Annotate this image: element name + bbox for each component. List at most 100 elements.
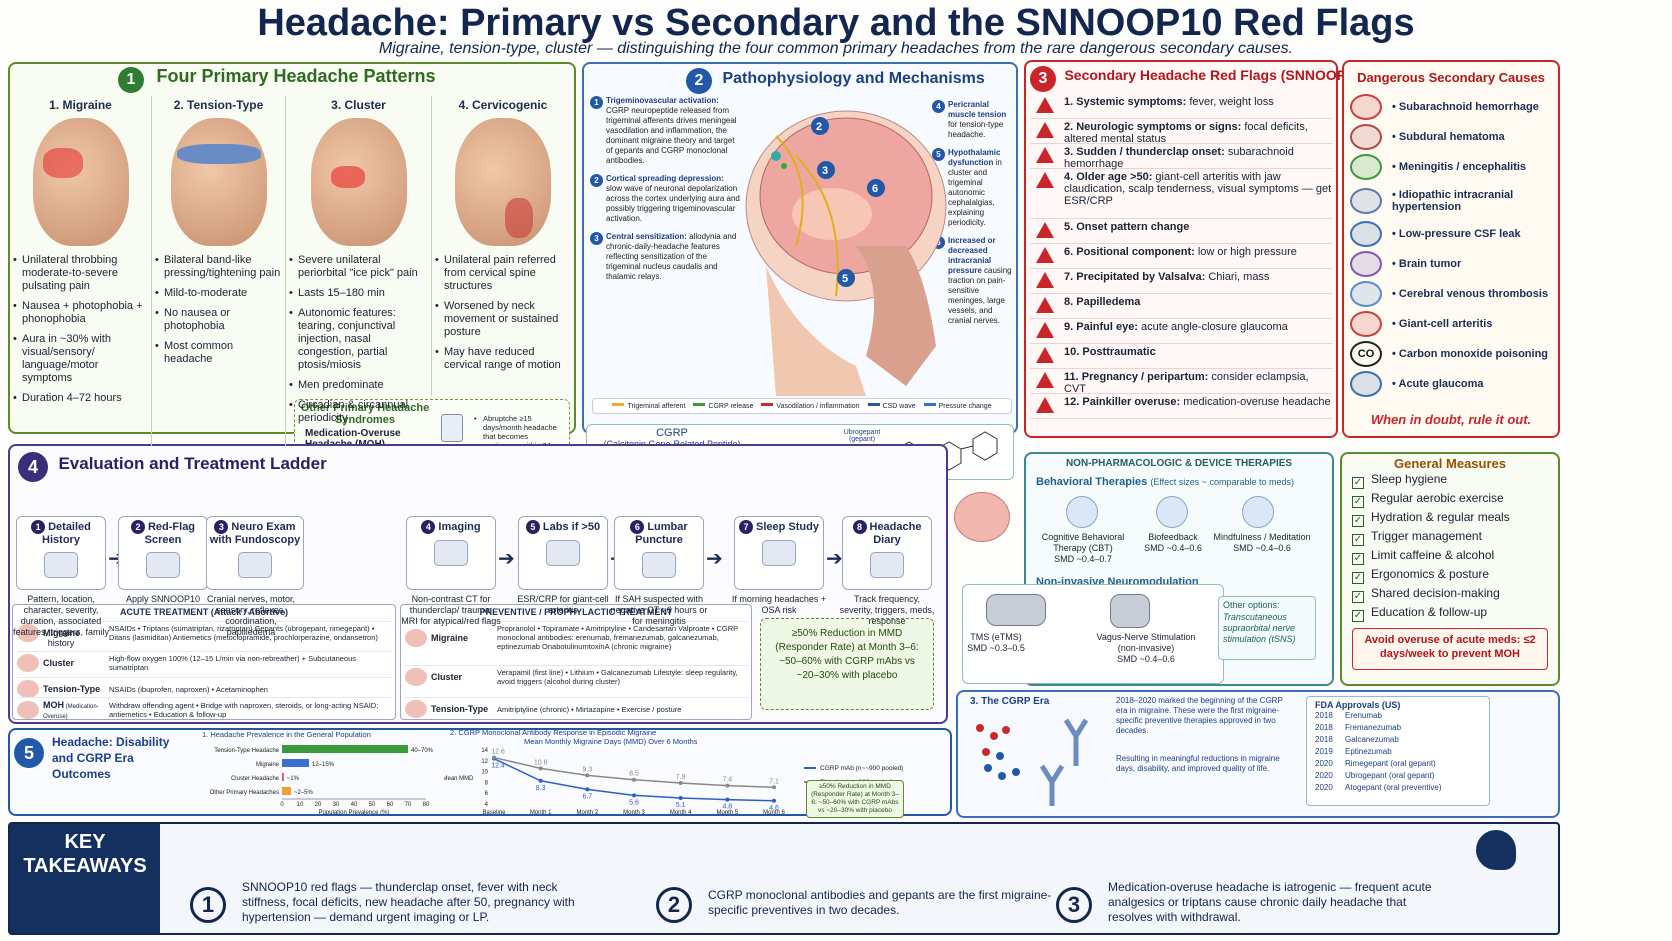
cgrp-era-text1: 2018–2020 marked the beginning of the CG… — [1116, 696, 1283, 735]
treatment-sublabel: (Medication-Overuse) — [43, 704, 99, 720]
step-description: If SAH suspected with negative CT >6 hou… — [610, 594, 708, 626]
warning-icon — [1036, 172, 1054, 188]
warning-icon — [1036, 322, 1054, 338]
treatment-row: MOH (Medication-Overuse)Withdraw offendi… — [17, 697, 391, 720]
other-options-text: Transcutaneous supraorbital nerve stimul… — [1223, 612, 1296, 644]
patho-header: 2 Pathophysiology and Mechanisms — [686, 68, 985, 94]
redflag-item: 1. Systemic symptoms: fever, weight loss — [1030, 94, 1332, 119]
marker-2 — [811, 117, 829, 135]
step-icon — [642, 552, 676, 578]
primary-header: 1 Four Primary Headache Patterns — [118, 66, 436, 93]
fda-year: 2019 — [1315, 747, 1333, 756]
treatment-icon — [405, 628, 427, 647]
symptom-item: Duration 4–72 hours — [13, 392, 147, 405]
therapy-smd: SMD ~0.4–0.6 — [1233, 543, 1291, 553]
data-point — [632, 777, 636, 782]
warning-icon — [1036, 297, 1054, 313]
prevalence-chart: 1. Headache Prevalence in the General Po… — [196, 730, 438, 816]
data-label: 4.6 — [769, 805, 779, 812]
step-icon — [434, 540, 468, 566]
symptom-list: Severe unilateral periorbital "ice pick"… — [286, 254, 431, 425]
device-smd: SMD ~0.4–0.6 — [1117, 654, 1175, 664]
mechanism-text: for tension-type headache. — [948, 120, 1004, 139]
redflag-number: 5. — [1064, 221, 1077, 233]
ubrogepant-label: Ubrogepant (gepant) — [843, 429, 881, 443]
other-options-title: Other options: — [1223, 600, 1280, 610]
step-name: Labs if >50 — [542, 521, 601, 533]
eval-header: 4 Evaluation and Treatment Ladder — [18, 452, 327, 482]
legend-label: Trigeminal afferent — [627, 402, 686, 410]
head-profile-icon — [1476, 830, 1516, 870]
checkbox-icon: ✓ — [1352, 515, 1364, 527]
head-illustration — [32, 118, 129, 246]
redflag-heading: Older age >50: — [1076, 171, 1153, 183]
redflag-detail: Chiari, mass — [1208, 271, 1270, 283]
data-point — [538, 766, 543, 771]
data-label: 10.6 — [534, 759, 548, 766]
redflags-header: 3 Secondary Headache Red Flags (SNNOOP10… — [1030, 66, 1366, 92]
step-name: Imaging — [438, 521, 481, 533]
treatment-icon — [17, 624, 39, 642]
data-point — [632, 793, 636, 798]
line-chart-note: ≥50% Reduction in MMD (Responder Rate) a… — [806, 780, 904, 818]
fda-drug: Erenumab — [1345, 711, 1382, 720]
cause-item: • Subarachnoid hemorrhage — [1346, 92, 1556, 122]
general-item: ✓Hydration & regular meals — [1352, 508, 1510, 527]
step-name: Sleep Study — [756, 521, 819, 533]
fda-drug: Fremanezumab — [1345, 723, 1402, 732]
legend-swatch — [693, 402, 706, 406]
column-title: 4. Cervicogenic — [458, 98, 548, 112]
causes-title: Dangerous Secondary Causes — [1357, 70, 1545, 85]
page-subtitle: Migraine, tension-type, cluster — distin… — [378, 40, 1294, 57]
legend-swatch — [761, 402, 774, 406]
x-tick-label: 70 — [405, 802, 412, 808]
outcomes-title: Headache: Disability and CGRP Era Outcom… — [52, 735, 170, 781]
checkbox-icon: ✓ — [1352, 553, 1364, 565]
primary-column: 4. CervicogenicUnilateral pain referred … — [432, 96, 574, 446]
device-name: TMS (eTMS) — [970, 632, 1022, 642]
pill-bottle-icon — [441, 414, 463, 442]
device-smd: SMD ~0.3–0.5 — [967, 643, 1025, 653]
mechanism-heading: Central sensitization: — [606, 232, 687, 241]
legend-swatch — [923, 402, 936, 406]
symptom-item: Unilateral pain referred from cervical s… — [435, 254, 570, 293]
symptom-list: Unilateral throbbing moderate-to-severe … — [10, 254, 151, 405]
x-tick-label: 60 — [387, 802, 394, 808]
takeaways-label-box — [10, 824, 160, 933]
bar-value-label: 40–70% — [411, 748, 434, 754]
brain-icon — [954, 492, 1010, 542]
behavioral-note: (Effect sizes ~ comparable to meds) — [1150, 477, 1294, 487]
cause-icon — [1350, 154, 1382, 180]
pain-area-icon — [176, 144, 261, 164]
mechanism-number: 2 — [590, 174, 603, 187]
redflag-number: 1. — [1064, 96, 1077, 108]
takeaway-text: Medication-overuse headache is iatrogeni… — [1108, 880, 1432, 924]
mechanism-heading: Increased or decreased intracranial pres… — [948, 236, 996, 275]
symptom-item: Mild-to-moderate — [155, 287, 281, 300]
step-number: 5 — [525, 520, 540, 534]
symptom-item: No nausea or photophobia — [155, 307, 281, 333]
data-point — [772, 798, 776, 803]
data-label: 12.4 — [491, 763, 505, 770]
redflag-detail: low or high pressure — [1197, 246, 1297, 258]
general-label: Ergonomics & posture — [1371, 567, 1490, 581]
redflag-item: 4. Older age >50: giant-cell arteritis w… — [1030, 169, 1332, 219]
treatment-label: MOH (Medication-Overuse) — [43, 700, 99, 720]
redflag-number: 7. — [1064, 271, 1077, 283]
treatment-text: High-flow oxygen 100% (12–15 L/min via n… — [109, 654, 357, 672]
takeaway-number: 2 — [656, 887, 692, 923]
cause-item: • Acute glaucoma — [1346, 369, 1556, 399]
cause-label: • Cerebral venous thrombosis — [1392, 288, 1549, 300]
warning-icon — [1036, 372, 1054, 388]
behavioral-header: Behavioral Therapies (Effect sizes ~ com… — [1036, 476, 1294, 488]
